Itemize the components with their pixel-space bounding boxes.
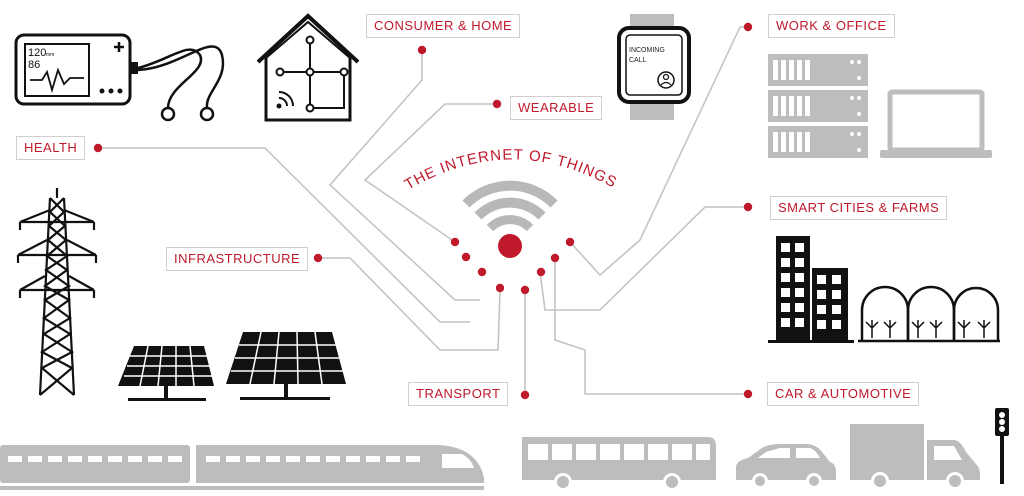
watch-notification-line2: CALL (629, 57, 647, 64)
label-infrastructure: INFRASTRUCTURE (166, 247, 309, 271)
solar-panel-large-icon (226, 331, 346, 400)
truck-icon (850, 424, 980, 490)
label-wearable: WEARABLE (510, 96, 603, 120)
power-pylon-icon (16, 188, 98, 396)
label-consumer-home: CONSUMER & HOME (366, 14, 521, 38)
server-laptop-icon (768, 54, 992, 158)
label-transport: TRANSPORT (408, 382, 509, 406)
connector-lines (98, 26, 748, 395)
traffic-light-icon (995, 408, 1009, 484)
label-car-automotive: CAR & AUTOMOTIVE (767, 382, 920, 406)
solar-panel-small-icon (118, 345, 214, 401)
hub-ring-dots (450, 237, 575, 295)
monitor-reading-1: 120 (28, 47, 46, 59)
label-health: HEALTH (16, 136, 86, 160)
bus-icon (522, 437, 716, 491)
smartwatch-icon (617, 14, 691, 120)
train-icon (0, 445, 484, 490)
monitor-reading-2: 86 (28, 59, 40, 71)
wifi-signal-icon (462, 180, 558, 258)
monitor-reading-1-unit: mm (46, 52, 54, 58)
heart-monitor-icon (14, 33, 225, 122)
smart-home-icon (256, 13, 360, 122)
connector-endpoints (93, 22, 753, 400)
buildings-icon (768, 236, 854, 343)
car-icon (736, 444, 836, 489)
watch-notification-line1: INCOMING (629, 47, 665, 54)
label-smart-cities-farms: SMART CITIES & FARMS (770, 196, 948, 220)
label-work-office: WORK & OFFICE (768, 14, 895, 38)
greenhouse-icon (858, 285, 1000, 343)
